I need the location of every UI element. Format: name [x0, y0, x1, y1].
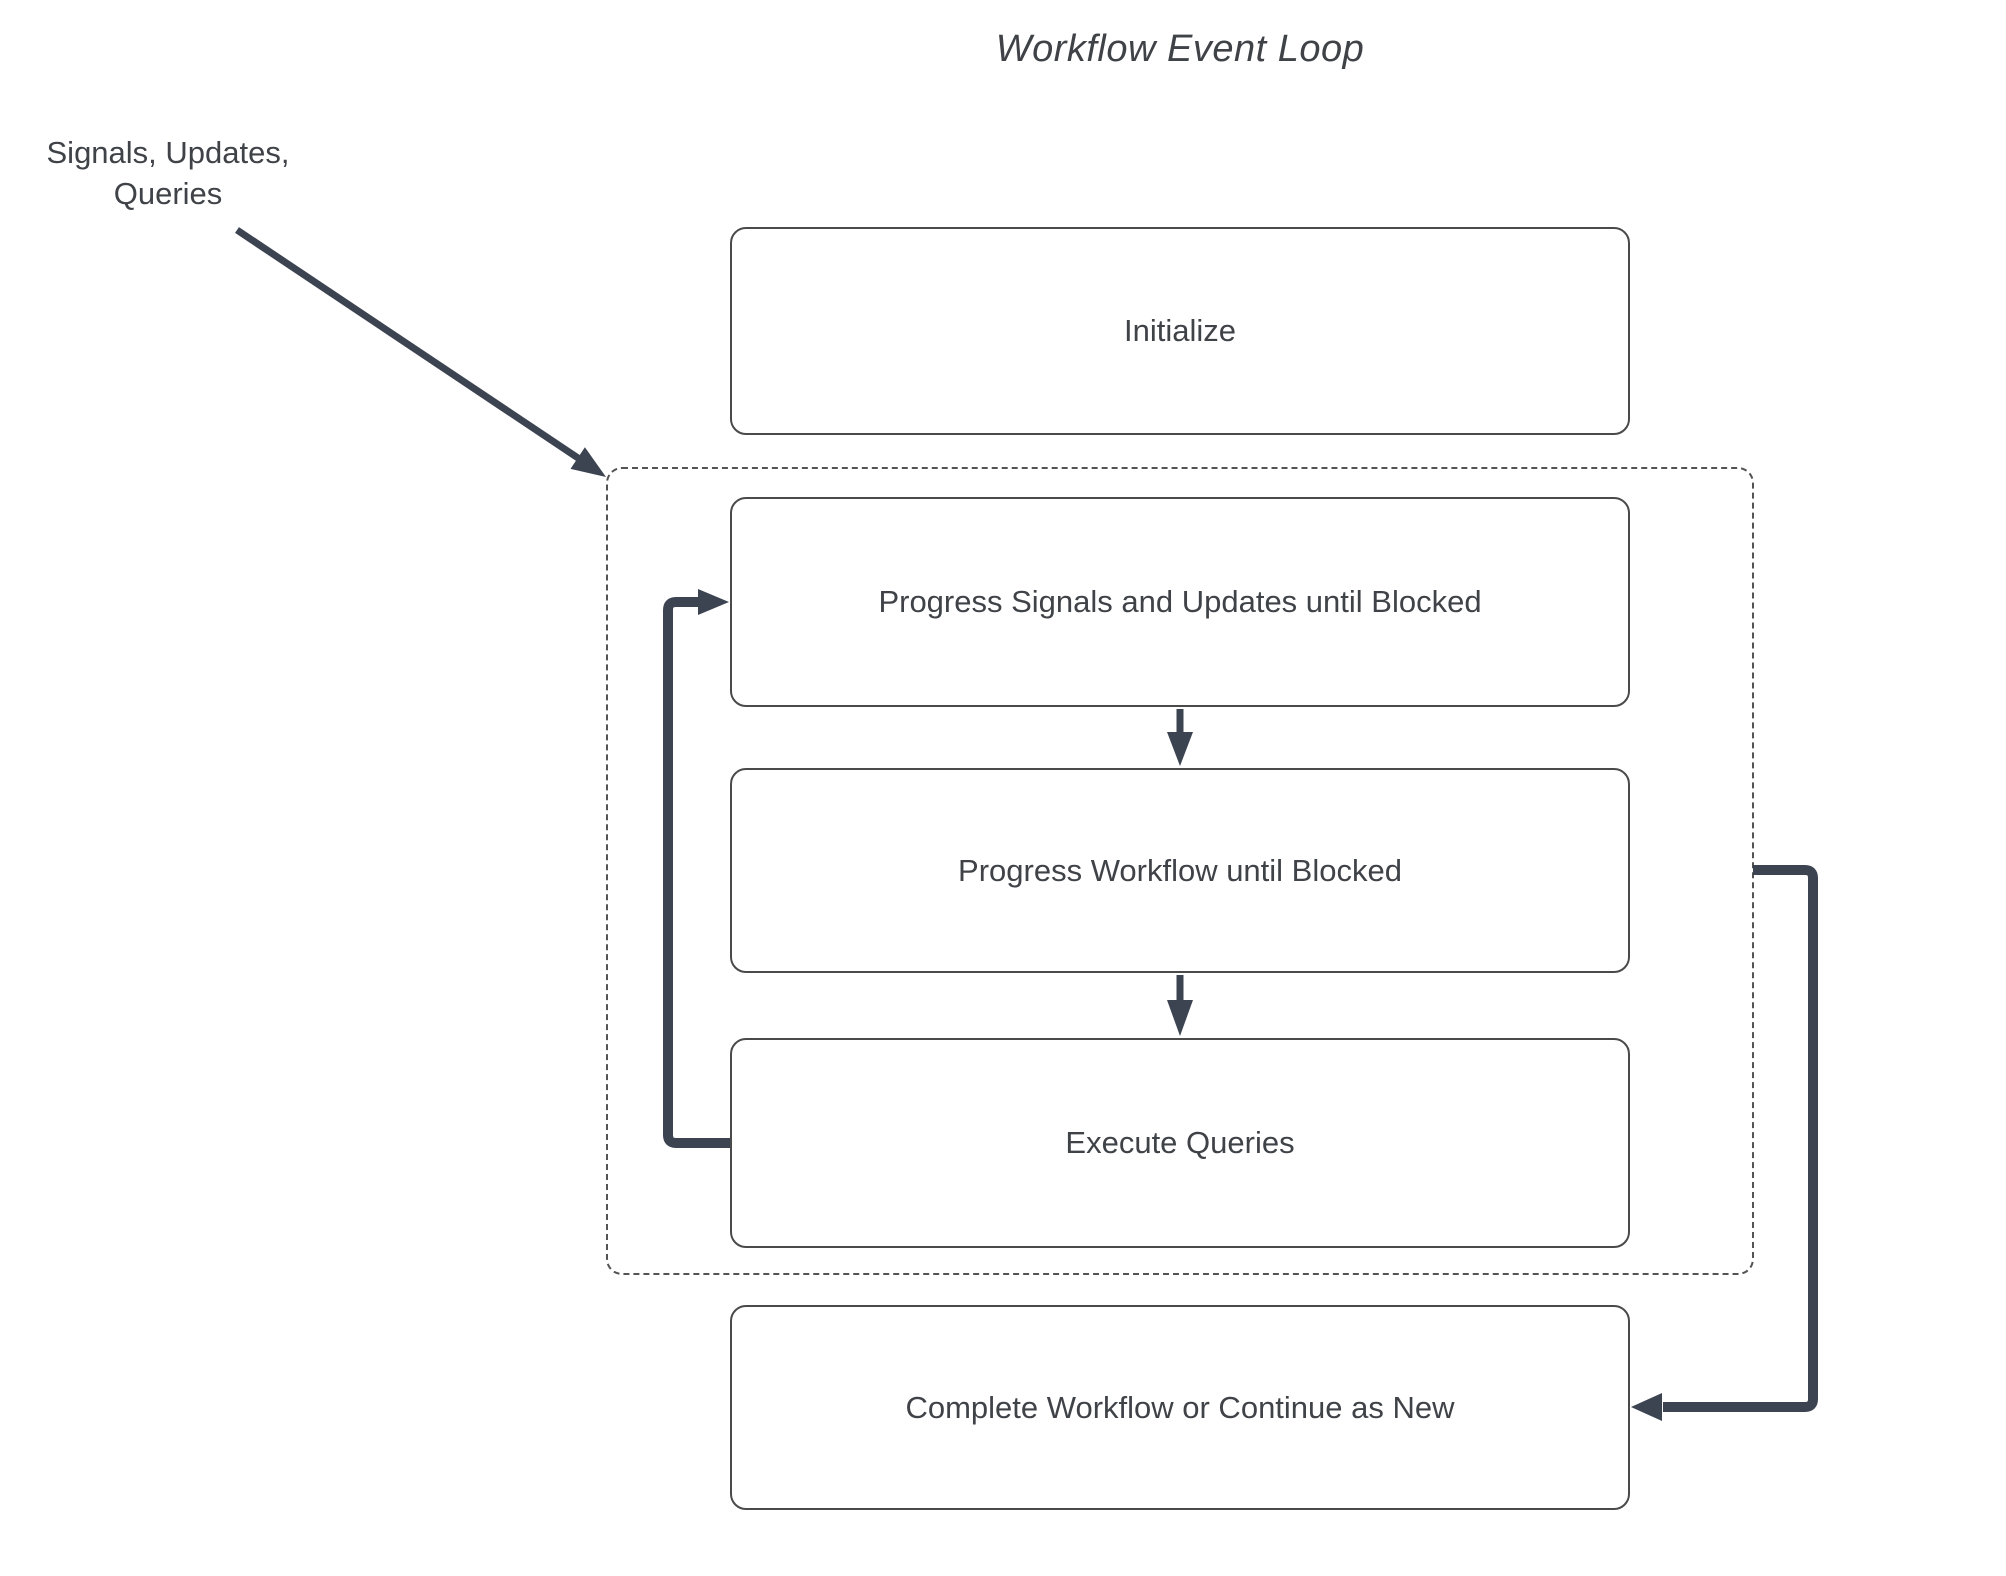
- annotation-line-2: Queries: [113, 176, 223, 211]
- node-progress-workflow: Progress Workflow until Blocked: [730, 768, 1630, 973]
- node-progress-workflow-label: Progress Workflow until Blocked: [958, 852, 1402, 888]
- diagram-title: Workflow Event Loop: [995, 28, 1365, 70]
- node-complete-or-continue-label: Complete Workflow or Continue as New: [905, 1389, 1455, 1425]
- signals-to-loop-arrow: [235, 227, 606, 477]
- node-execute-queries-label: Execute Queries: [1065, 1125, 1295, 1160]
- node-initialize: Initialize: [730, 227, 1630, 435]
- node-complete-or-continue: Complete Workflow or Continue as New: [730, 1305, 1630, 1510]
- signals-updates-queries-label: Signals, Updates, Queries: [22, 132, 314, 214]
- annotation-line-1: Signals, Updates,: [46, 135, 290, 170]
- node-initialize-label: Initialize: [1124, 313, 1236, 348]
- node-progress-signals-updates: Progress Signals and Updates until Block…: [730, 497, 1630, 707]
- node-progress-signals-updates-label: Progress Signals and Updates until Block…: [878, 584, 1482, 619]
- node-execute-queries: Execute Queries: [730, 1038, 1630, 1248]
